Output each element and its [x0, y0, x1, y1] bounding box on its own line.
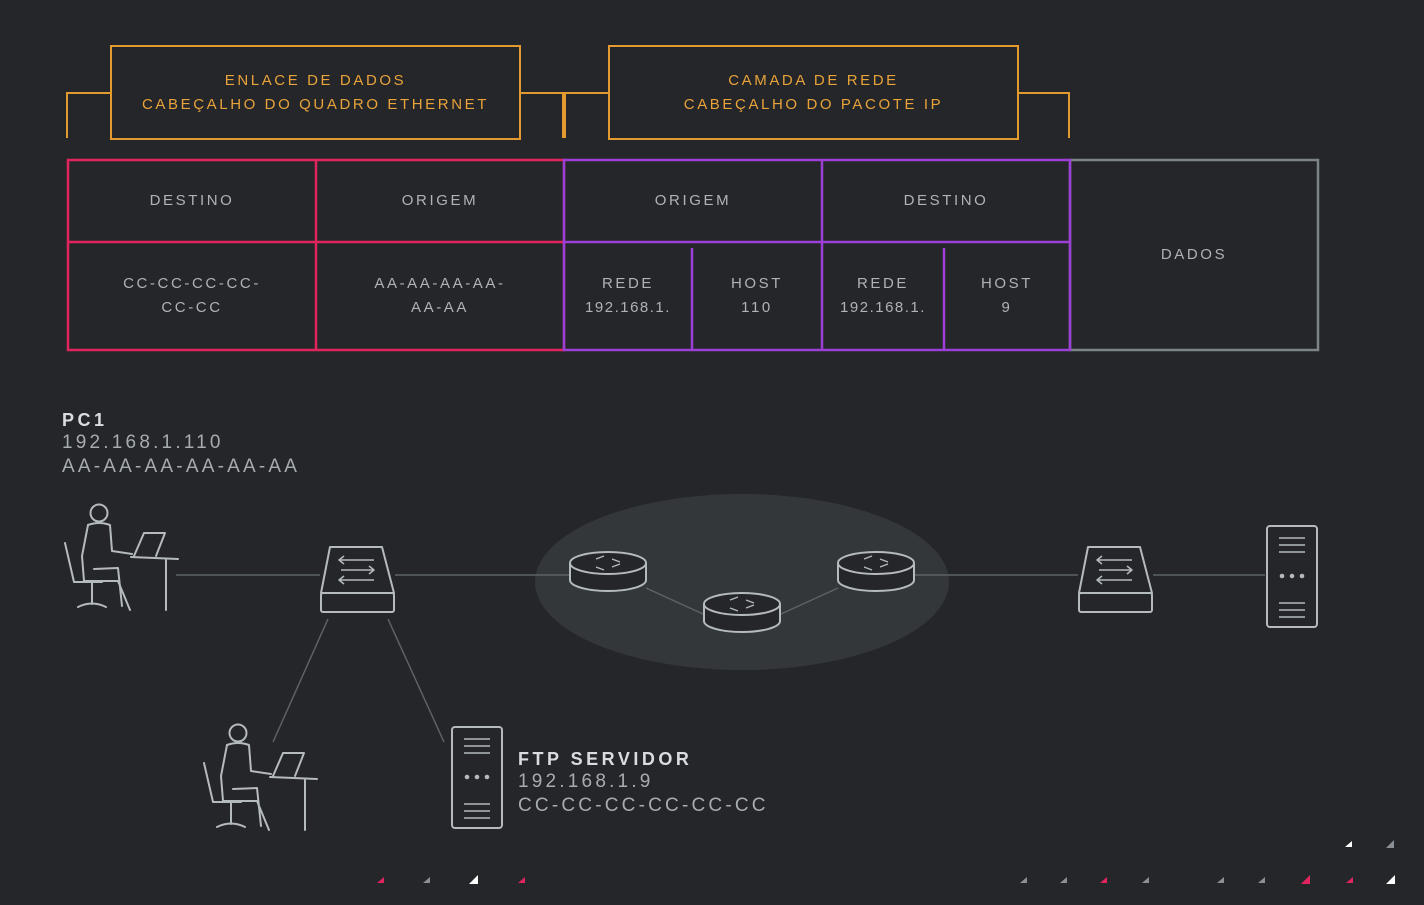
ftp-server-icon: [451, 726, 503, 829]
ip-destination-network-label: REDE: [856, 275, 910, 292]
datalink-header-line1: ENLACE DE DADOS: [224, 71, 407, 89]
ip-header-border: [562, 158, 1072, 352]
ftp-server-info: FTP SERVIDOR 192.168.1.9 CC-CC-CC-CC-CC-…: [518, 749, 769, 818]
switch-icon: [320, 546, 395, 613]
ip-source-label-text: ORIGEM: [654, 192, 732, 209]
datalink-header-box: ENLACE DE DADOS CABEÇALHO DO QUADRO ETHE…: [110, 45, 521, 140]
mac-destination-label: DESTINO: [68, 160, 316, 242]
router-icon: [569, 551, 647, 592]
ftp-server-ip: 192.168.1.9: [518, 771, 654, 792]
mac-destination-value-line1: CC-CC-CC-CC-: [123, 275, 261, 292]
ip-destination-host: HOST 9: [944, 242, 1070, 350]
ftp-server-mac: CC-CC-CC-CC-CC-CC: [518, 795, 769, 816]
decorative-triangles: [377, 840, 1395, 884]
network-cloud: [535, 494, 949, 670]
mac-source-value-line1: AA-AA-AA-AA-: [374, 275, 506, 292]
router-icon-2: [837, 551, 915, 592]
mac-source-value-line2: AA-AA: [410, 299, 469, 316]
ip-destination-network-value: 192.168.1.: [840, 299, 926, 316]
ip-source-network-value: 192.168.1.: [585, 299, 671, 316]
pc1-info: PC1 192.168.1.110 AA-AA-AA-AA-AA-AA: [62, 410, 300, 479]
mac-source-label: ORIGEM: [316, 160, 564, 242]
mac-source-value: AA-AA-AA-AA- AA-AA: [316, 242, 564, 350]
ftp-server-title: FTP SERVIDOR: [518, 749, 693, 769]
data-label: DADOS: [1070, 160, 1318, 350]
mac-source-label-text: ORIGEM: [401, 192, 479, 209]
mac-destination-value: CC-CC-CC-CC- CC-CC: [68, 242, 316, 350]
mac-destination-label-text: DESTINO: [149, 192, 235, 209]
mac-destination-value-line2: CC-CC: [161, 299, 223, 316]
network-header-box: CAMADA DE REDE CABEÇALHO DO PACOTE IP: [608, 45, 1019, 140]
ip-source-host-label: HOST: [730, 275, 784, 292]
ip-source-host-value: 110: [741, 299, 773, 316]
header-brackets: [66, 92, 1070, 138]
router-icon-3: [703, 592, 781, 633]
network-links: [176, 574, 1265, 743]
ip-destination-label: DESTINO: [822, 160, 1070, 242]
pc1-ip: 192.168.1.110: [62, 432, 224, 453]
network-header-line1: CAMADA DE REDE: [728, 71, 899, 89]
network-header-line2: CABEÇALHO DO PACOTE IP: [683, 95, 944, 113]
ip-source-network-label: REDE: [601, 275, 655, 292]
datalink-header-line2: CABEÇALHO DO QUADRO ETHERNET: [141, 95, 489, 113]
ip-source-host: HOST 110: [692, 242, 822, 350]
ip-destination-host-label: HOST: [980, 275, 1034, 292]
person-at-desk-icon-2: [203, 723, 318, 831]
ip-destination-network: REDE 192.168.1.: [822, 242, 944, 350]
pc1-title: PC1: [62, 410, 108, 430]
server-icon: [1266, 525, 1318, 628]
ip-source-network: REDE 192.168.1.: [564, 242, 692, 350]
data-label-text: DADOS: [1160, 246, 1228, 263]
switch-icon-2: [1078, 546, 1153, 613]
ip-destination-host-value: 9: [1001, 299, 1013, 316]
ip-destination-label-text: DESTINO: [903, 192, 989, 209]
person-at-desk-icon: [64, 503, 179, 611]
ip-source-label: ORIGEM: [564, 160, 822, 242]
pc1-mac: AA-AA-AA-AA-AA-AA: [62, 456, 301, 477]
